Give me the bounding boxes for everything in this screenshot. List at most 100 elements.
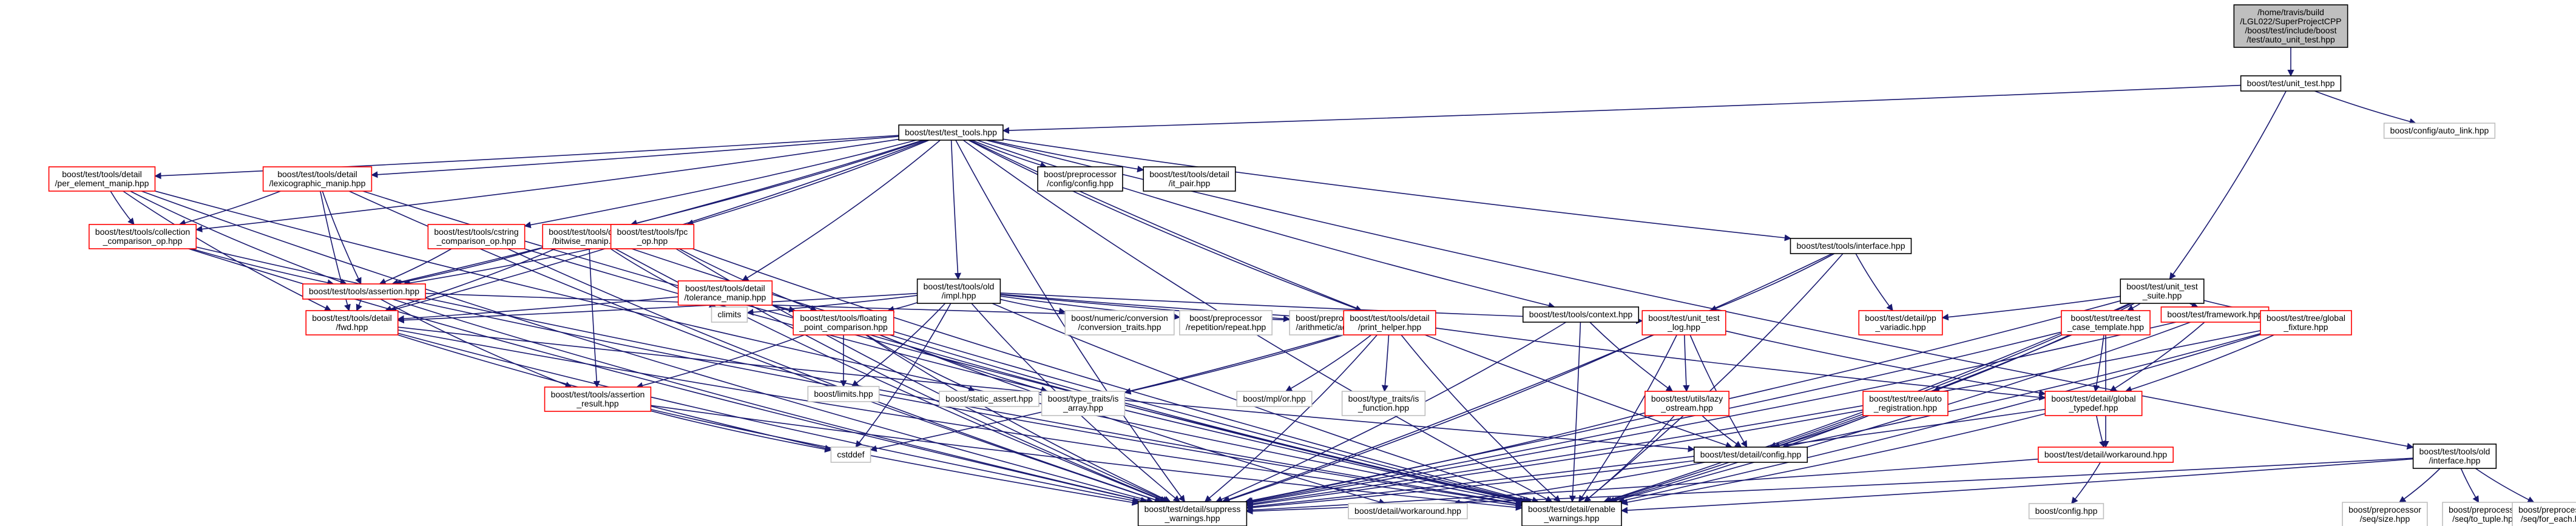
edge-tools-to-it-pair <box>990 140 1144 173</box>
node-is-function: boost/type_traits/is_function.hpp <box>1341 391 1426 416</box>
node-label: _log.hpp <box>1667 322 1700 332</box>
node-assert-result[interactable]: boost/test/tools/assertion_result.hpp <box>544 386 652 412</box>
edge-floating-to-static-assert <box>866 334 976 392</box>
node-tol-manip[interactable]: boost/test/tools/detail/tolerance_manip.… <box>677 280 773 306</box>
node-label: boost/test/tools/assertion.hpp <box>309 286 419 296</box>
edge-pe-manip-to-fwd <box>123 191 332 311</box>
node-pp-config[interactable]: boost/preprocessor/config/config.hpp <box>1037 166 1123 192</box>
node-label: _comparison_op.hpp <box>436 236 516 246</box>
node-label: /fwd.hpp <box>336 322 368 332</box>
node-utsuite[interactable]: boost/test/unit_test_suite.hpp <box>2120 278 2205 304</box>
node-coll-comp[interactable]: boost/test/tools/collection_comparison_o… <box>88 224 197 249</box>
node-assertion[interactable]: boost/test/tools/assertion.hpp <box>302 283 426 300</box>
node-auto-reg[interactable]: boost/test/tree/auto_registration.hpp <box>1862 391 1949 416</box>
node-box <box>1236 391 1313 407</box>
node-pe-manip[interactable]: boost/test/tools/detail/per_element_mani… <box>48 166 156 192</box>
node-box <box>2512 502 2576 526</box>
node-label: boost/test/tree/global <box>2267 313 2345 323</box>
node-global-typedef[interactable]: boost/test/detail/global_typedef.hpp <box>2044 391 2143 416</box>
node-label: boost/test/tools/context.hpp <box>1529 309 1633 319</box>
node-lex-manip[interactable]: boost/test/tools/detail/lexicographic_ma… <box>262 166 373 192</box>
node-str-comp[interactable]: boost/test/tools/cstring_comparison_op.h… <box>427 224 526 249</box>
node-box <box>1137 501 1248 526</box>
edge-old-impl-to-fwd <box>397 292 918 324</box>
edge-pe-manip-to-suppress <box>141 191 1154 504</box>
node-it-pair[interactable]: boost/test/tools/detail/it_pair.hpp <box>1143 166 1236 192</box>
node-pp-variadic[interactable]: boost/test/detail/pp_variadic.hpp <box>1858 310 1943 335</box>
edge-tools-to-pp-config <box>972 140 1047 169</box>
node-box <box>1645 391 1729 416</box>
node-label: boost/test/detail/global <box>2051 394 2135 403</box>
edge-tools-to-lex-manip <box>371 135 899 178</box>
node-old-impl[interactable]: boost/test/tools/old/impl.hpp <box>916 278 1001 304</box>
edge-auto-reg-to-suppress <box>1246 410 1864 508</box>
node-iface[interactable]: boost/test/tools/interface.hpp <box>1790 238 1912 254</box>
edge-old-iface-to-seq-to-tuple <box>2460 468 2480 503</box>
edge-tools-to-coll-comp <box>195 138 899 233</box>
edge-utsuite-to-pp-variadic <box>1941 295 2121 321</box>
node-box <box>302 283 426 300</box>
node-box <box>1641 310 1726 335</box>
node-box <box>544 386 652 412</box>
node-enable[interactable]: boost/test/detail/enable_warnings.hpp <box>1521 501 1622 526</box>
node-label: boost/test/detail/suppress <box>1144 504 1241 514</box>
node-unit-test[interactable]: boost/test/unit_test.hpp <box>2240 75 2342 92</box>
edge-unit-test-to-utsuite <box>2169 90 2287 280</box>
edge-old-iface-to-seq-size <box>2399 468 2441 503</box>
node-label: boost/test/tools/detail <box>312 313 392 323</box>
node-context[interactable]: boost/test/tools/context.hpp <box>1522 306 1640 323</box>
edge-framework-to-global-typedef <box>2109 322 2205 392</box>
node-label: boost/test/detail/workaround.hpp <box>2044 450 2168 459</box>
edge-assert-result-to-cstddef <box>651 410 832 453</box>
edge-pe-manip-to-coll-comp <box>110 191 135 225</box>
node-box <box>830 447 871 463</box>
edge-pe-manip-to-assertion <box>130 191 347 285</box>
node-ut-log[interactable]: boost/test/unit_test_log.hpp <box>1641 310 1726 335</box>
node-print-helper[interactable]: boost/test/tools/detail/print_helper.hpp <box>1343 310 1436 335</box>
edge-tol-manip-to-fwd <box>397 296 678 322</box>
node-fwd[interactable]: boost/test/tools/detail/fwd.hpp <box>305 310 399 335</box>
node-label: boost/limits.hpp <box>814 389 873 399</box>
node-fpc-op[interactable]: boost/test/tools/fpc_op.hpp <box>610 224 695 249</box>
edge-print-helper-to-is-function <box>1381 334 1390 393</box>
node-detail-config[interactable]: boost/test/detail/config.hpp <box>1693 447 1808 463</box>
node-suppress[interactable]: boost/test/detail/suppress_warnings.hpp <box>1137 501 1248 526</box>
node-box <box>88 224 197 249</box>
edge-tools-to-iface <box>1002 138 1791 241</box>
node-framework[interactable]: boost/test/framework.hpp <box>2160 306 2270 323</box>
node-lazy-ostream[interactable]: boost/test/utils/lazy_ostream.hpp <box>1645 391 1729 416</box>
node-box <box>610 224 695 249</box>
edge-print-helper-to-is-array <box>1124 334 1344 395</box>
node-mpl-or: boost/mpl/or.hpp <box>1236 391 1313 407</box>
node-workaround-red[interactable]: boost/test/detail/workaround.hpp <box>2038 447 2174 463</box>
node-root[interactable]: /home/travis/build/LGL022/SuperProjectCP… <box>2233 4 2348 48</box>
node-label: boost/test/detail/config.hpp <box>1700 450 1802 459</box>
edge-global-typedef-to-enable <box>1620 413 2046 506</box>
node-label: boost/test/tree/auto <box>1869 394 1942 403</box>
node-label: boost/test/tools/detail <box>1149 169 1229 179</box>
edge-assertion-to-suppress <box>392 298 1148 504</box>
node-label: _point_comparison.hpp <box>799 322 888 332</box>
node-box <box>1143 166 1236 192</box>
node-tt-template[interactable]: boost/test/tree/test_case_template.hpp <box>2061 310 2151 335</box>
edge-global-fixture-to-global-typedef <box>2125 334 2274 393</box>
node-floating[interactable]: boost/test/tools/floating_point_comparis… <box>793 310 894 335</box>
node-old-iface[interactable]: boost/test/tools/old/interface.hpp <box>2412 443 2497 469</box>
node-label: boost/test/tools/old <box>924 282 995 291</box>
node-tools[interactable]: boost/test/test_tools.hpp <box>898 124 1004 141</box>
node-global-fixture[interactable]: boost/test/tree/global_fixture.hpp <box>2260 310 2352 335</box>
edge-print-helper-to-cstddef <box>870 333 1344 452</box>
edge-iface-to-ut-log <box>1709 253 1835 312</box>
edge-global-typedef-to-workaround-red <box>2095 415 2106 448</box>
node-label: /seq/to_tuple.hpp <box>2452 514 2518 524</box>
edge-assert-result-to-suppress <box>651 409 1139 506</box>
edge-context-to-enable <box>1569 322 1581 503</box>
node-boost-config: boost/config.hpp <box>2028 503 2104 519</box>
node-label: /test/auto_unit_test.hpp <box>2246 35 2335 44</box>
node-label: /conversion_traits.hpp <box>1078 322 1161 332</box>
node-label: /config/config.hpp <box>1047 178 1114 188</box>
node-label: boost/test/tools/detail <box>549 227 629 237</box>
node-label: boost/mpl/or.hpp <box>1243 394 1306 403</box>
node-box <box>2028 503 2104 519</box>
